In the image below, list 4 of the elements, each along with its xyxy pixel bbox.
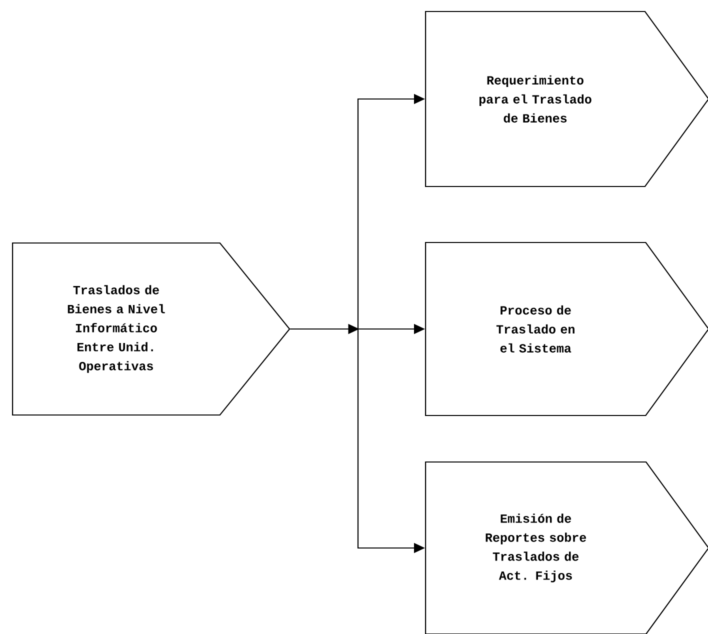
process-arrow-box: Proceso de Traslado en el Sistema xyxy=(425,242,708,416)
process-arrow-box: Emisión de Reportes sobre Traslados de Act. Fijos xyxy=(425,461,708,634)
process-arrow-box: Traslados de Bienes a Nivel Informático Entre Unid. Operativas xyxy=(12,242,290,416)
process-arrow-box: Requerimiento para el Traslado de Bienes xyxy=(425,10,708,188)
